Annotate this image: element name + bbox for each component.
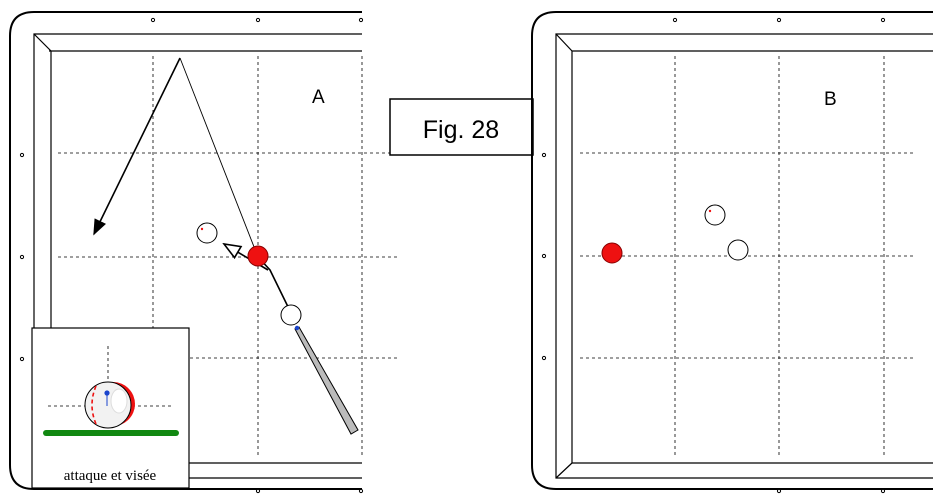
- red-ball-b: [601, 242, 623, 264]
- inset-caption: attaque et visée: [64, 468, 157, 484]
- panel-b-label: B: [824, 89, 837, 110]
- table-b-cushion: [555, 33, 933, 479]
- figure-label: Fig. 28: [423, 116, 499, 144]
- table-b-frame: [531, 11, 933, 490]
- cue-stick: [294, 325, 359, 435]
- table-a-frame: [9, 11, 362, 490]
- table-b-diamonds: [541, 17, 886, 494]
- cue-ball-a: [280, 304, 302, 326]
- table-a-cushion: [33, 33, 362, 479]
- cue-ball-path-line: [179, 57, 259, 258]
- red-ball-a: [247, 245, 269, 267]
- rebound-arrow: [93, 57, 181, 236]
- table-a-diamonds: [19, 17, 364, 494]
- white-ball-a1: [196, 222, 218, 244]
- cue-tip: [294, 325, 300, 331]
- inset-aim-point: [104, 390, 110, 396]
- panel-a-label: A: [312, 87, 325, 108]
- table-b-grid: [580, 56, 916, 458]
- table-b: B: [531, 11, 933, 494]
- figure-label-box: Fig. 28: [389, 98, 534, 156]
- white-ball-b1: [704, 204, 726, 226]
- table-a: A attaque et visée: [9, 11, 398, 494]
- white-ball-b2: [727, 239, 749, 261]
- inset-attack-aim: attaque et visée: [31, 327, 190, 489]
